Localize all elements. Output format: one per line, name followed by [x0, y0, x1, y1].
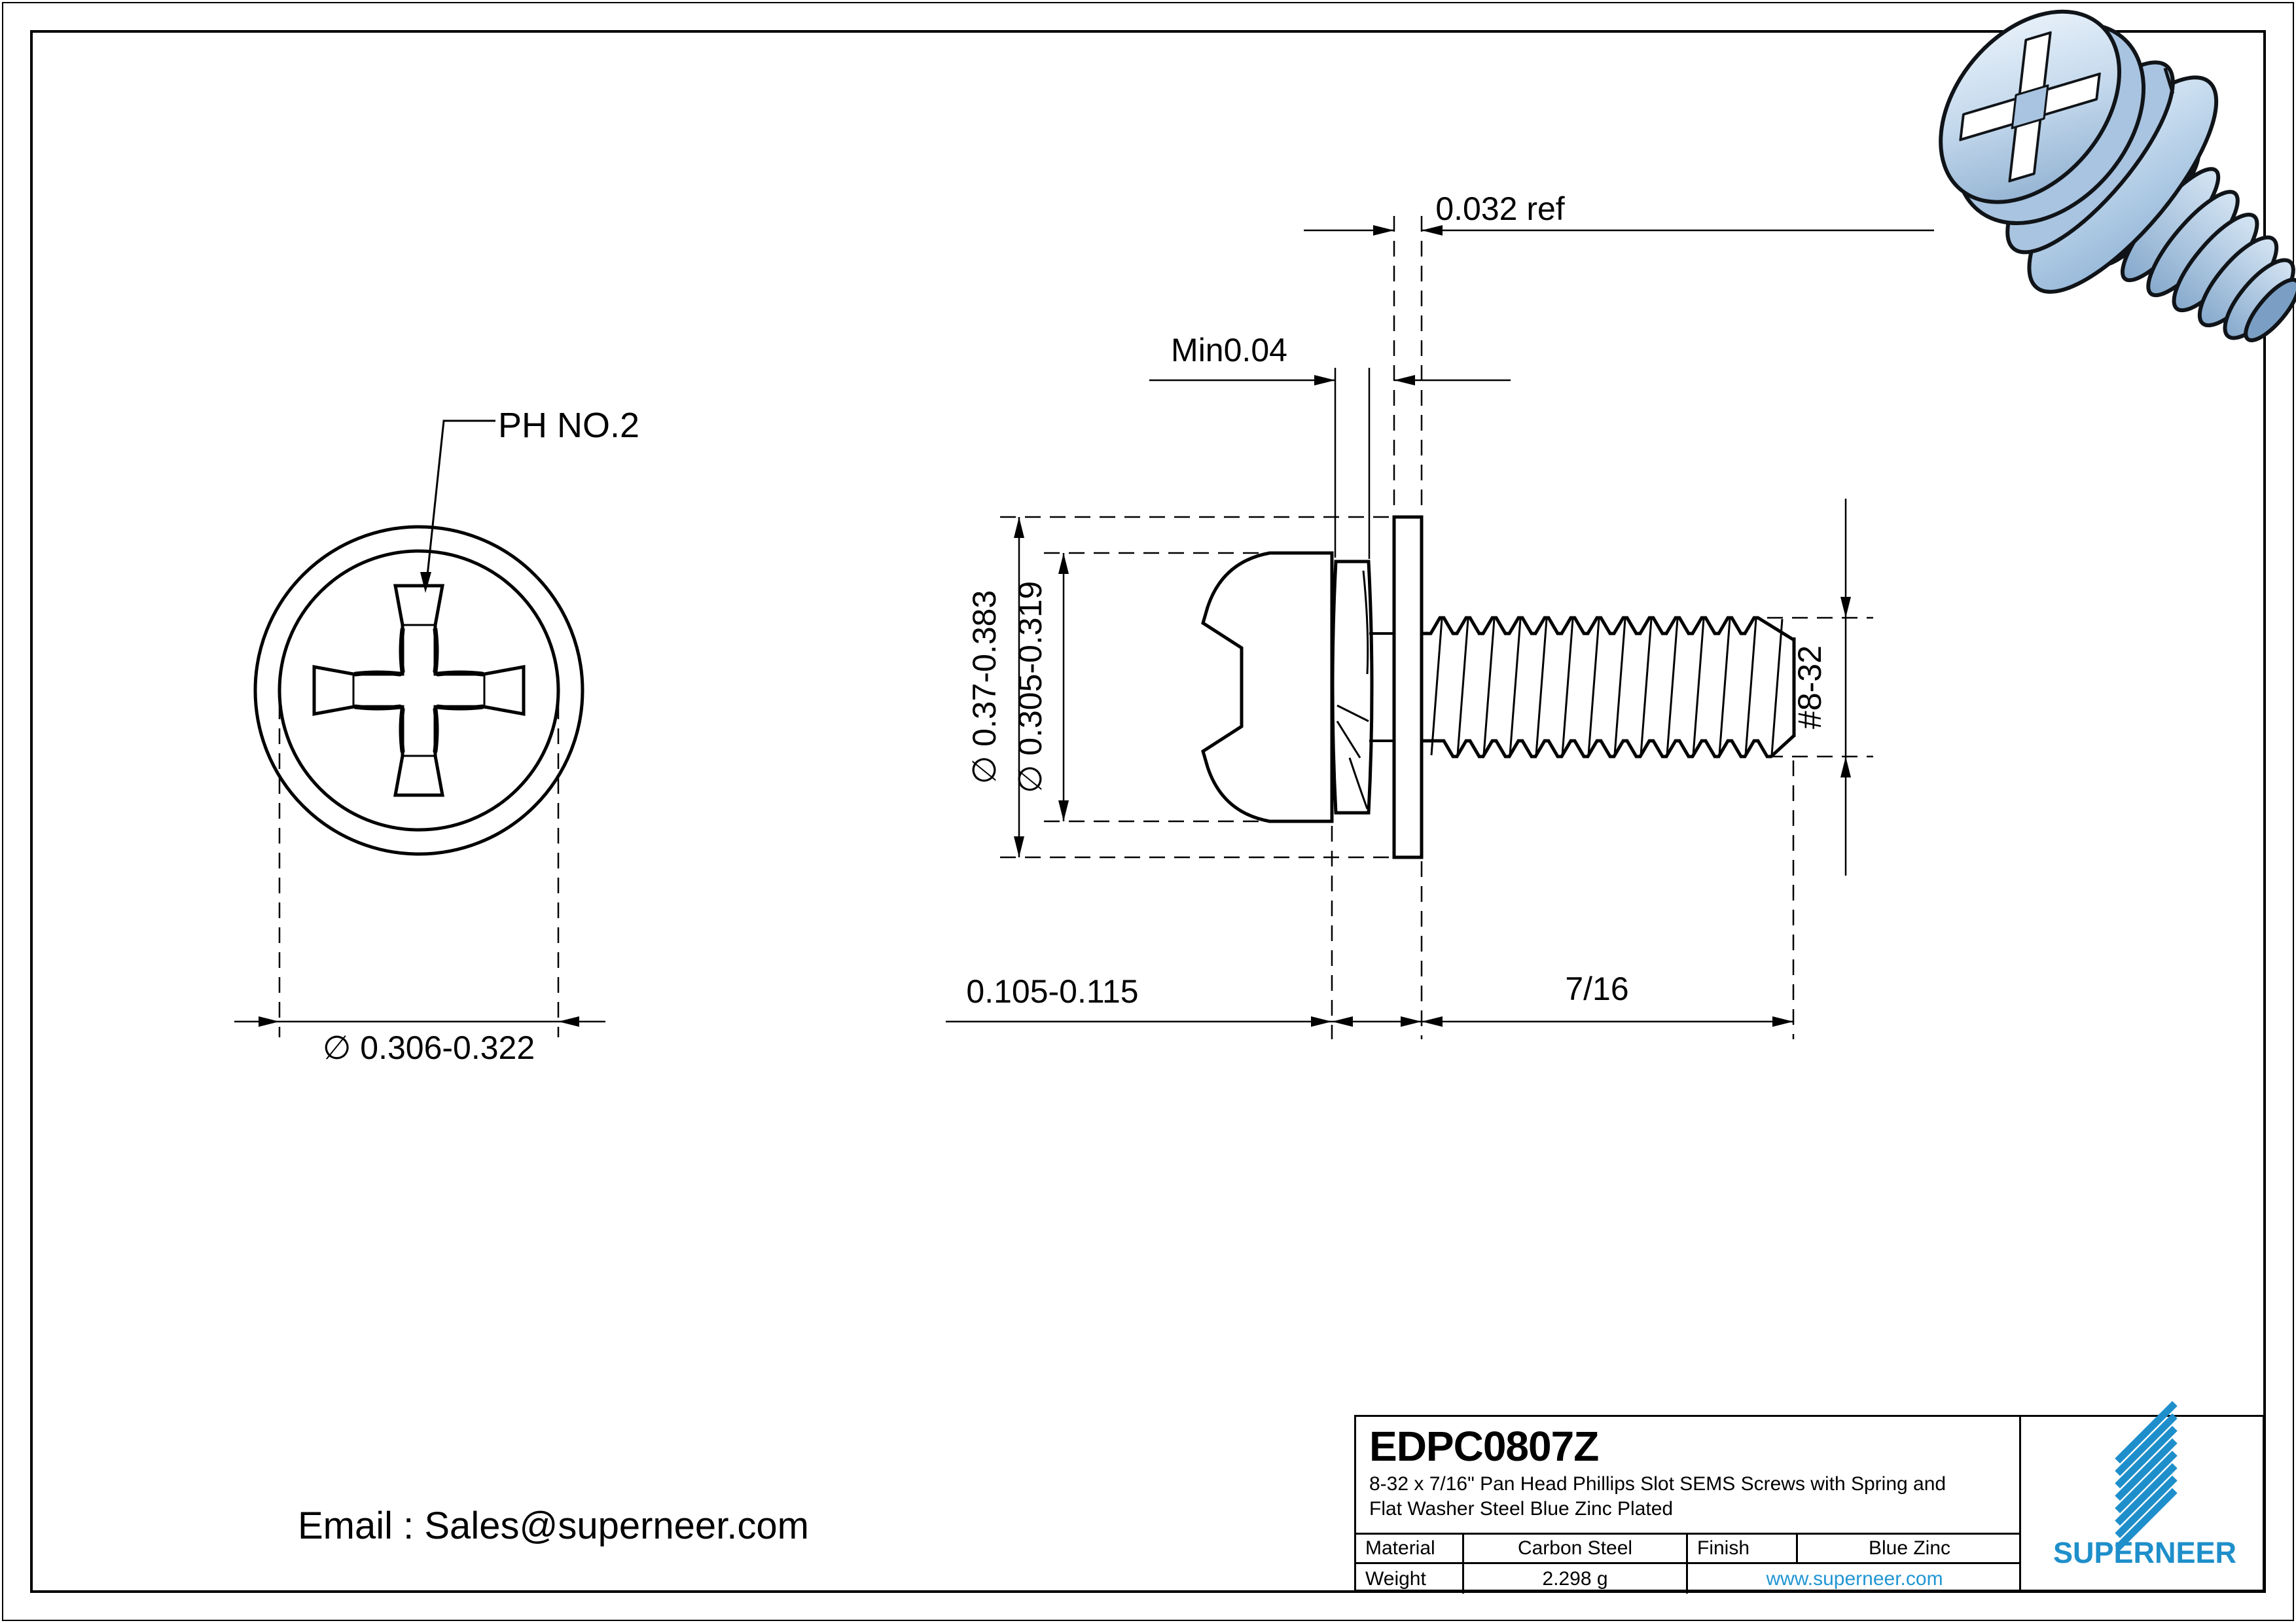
weight-value: 2.298 g	[1462, 1564, 1686, 1594]
contact-email: Email : Sales@superneer.com	[298, 1505, 809, 1547]
side-arrowheads	[1014, 225, 1851, 1027]
brand-name: SUPERNEER	[2053, 1536, 2237, 1569]
arrowhead	[259, 1016, 279, 1027]
part-description-line2: Flat Washer Steel Blue Zinc Plated	[1369, 1498, 1674, 1520]
phillips-corner-shadows	[353, 627, 485, 754]
dim-thread-size: #8-32	[1791, 645, 1828, 729]
pan-head-profile	[1201, 551, 1334, 823]
phillips-recess	[312, 584, 526, 797]
dim-washer-stack: 0.105-0.115	[966, 973, 1138, 1010]
weight-website-row: Weight 2.298 g www.superneer.com	[1356, 1562, 2019, 1594]
thread-helix-lines	[1430, 618, 1784, 756]
front-view	[234, 419, 605, 1037]
dim-thread-length: 7/16	[1565, 971, 1628, 1007]
dim-flat-washer-thickness: 0.032 ref	[1435, 190, 1564, 227]
brand-logo: SUPERNEER	[2023, 1400, 2267, 1590]
shank-lines	[1369, 632, 1394, 742]
phillips-wing-lines	[352, 624, 486, 757]
spring-washer-detail	[1336, 570, 1369, 810]
finish-value: Blue Zinc	[1796, 1535, 2021, 1562]
front-extension-lines	[278, 704, 560, 1037]
flat-washer-profile	[1392, 515, 1424, 859]
head-inner-circle	[278, 549, 560, 832]
inner-border	[30, 30, 2266, 1593]
material-label: Material	[1365, 1537, 1435, 1559]
side-dim-lines	[946, 229, 1934, 1023]
title-block-info: EDPC0807Z 8-32 x 7/16" Pan Head Phillips…	[1356, 1417, 2021, 1594]
screw-3d-phillips-cross	[1959, 31, 2101, 183]
dim-head-bearing-diameter: ∅ 0.306-0.322	[323, 1029, 535, 1066]
material-finish-row: Material Carbon Steel Finish Blue Zinc	[1356, 1533, 2019, 1562]
dim-washer-od: ∅ 0.37-0.383	[966, 590, 1003, 785]
weight-label: Weight	[1365, 1567, 1426, 1590]
arrowhead	[558, 1016, 579, 1027]
part-description-line1: 8-32 x 7/16" Pan Head Phillips Slot SEMS…	[1369, 1473, 1946, 1495]
title-block: EDPC0807Z 8-32 x 7/16" Pan Head Phillips…	[1354, 1400, 2267, 1594]
brand-logo-stripes-icon	[2100, 1400, 2192, 1551]
screw-3d-spring-split	[2163, 67, 2175, 94]
phillips-size-label: PH NO.2	[498, 406, 639, 445]
thread-top-profile	[1422, 616, 1795, 642]
material-value: Carbon Steel	[1462, 1535, 1686, 1562]
dim-spring-washer-min: Min0.04	[1171, 332, 1287, 368]
website-link[interactable]: www.superneer.com	[1686, 1564, 2021, 1594]
side-view	[946, 216, 1934, 1039]
dim-head-od: ∅ 0.305-0.319	[1012, 581, 1049, 793]
title-block-header: EDPC0807Z 8-32 x 7/16" Pan Head Phillips…	[1356, 1417, 2019, 1533]
min-gap-extension-lines	[1334, 368, 1371, 559]
side-extension-lines	[1000, 216, 1873, 1039]
leader-line	[425, 419, 495, 588]
thread-bottom-profile	[1422, 734, 1795, 758]
head-outer-circle	[253, 525, 584, 856]
finish-label: Finish	[1686, 1535, 1796, 1562]
screw-3d-render	[1939, 9, 2296, 342]
leader-arrowhead	[420, 572, 431, 593]
part-number: EDPC0807Z	[1369, 1423, 1599, 1470]
